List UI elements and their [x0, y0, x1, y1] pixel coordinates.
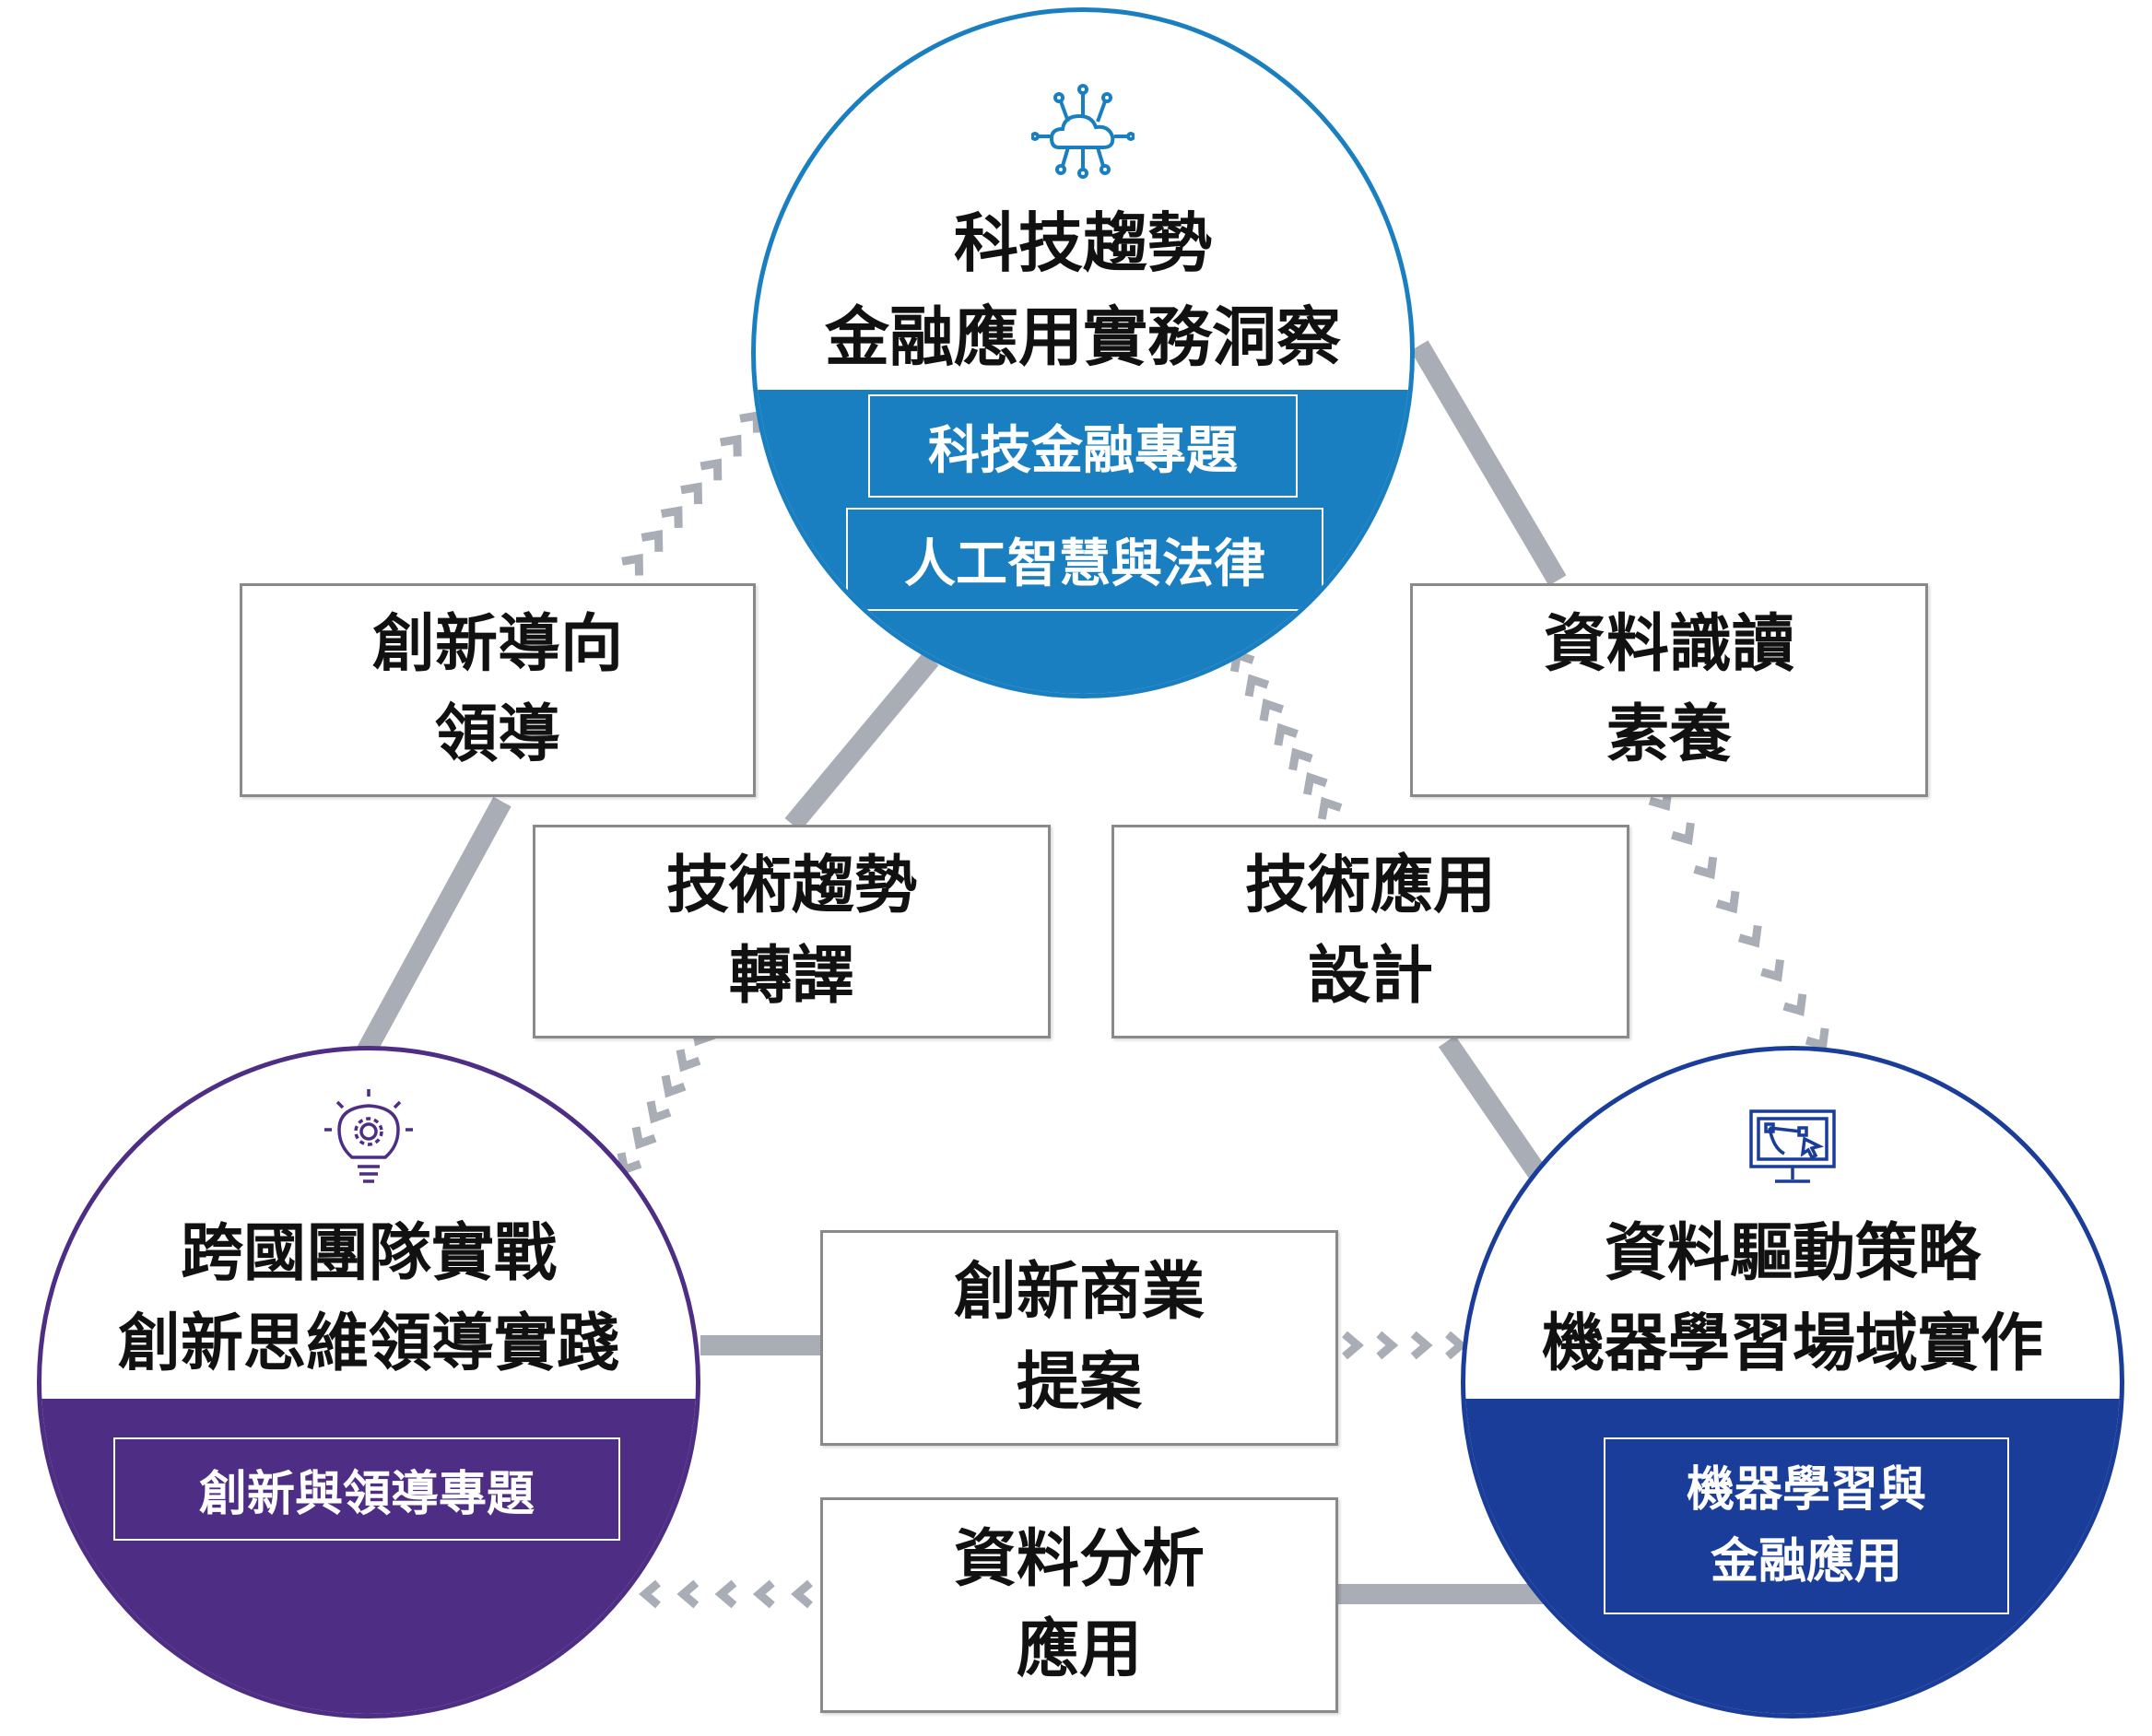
node-innovation-leadership: 跨國團隊實戰 創新思維領導實踐 創新與領導專題	[37, 1046, 700, 1718]
chevron-mark	[621, 553, 644, 576]
tag-fintech-topics: 科技金融專題	[868, 394, 1298, 498]
tag-ml-finance: 機器學習與 金融應用	[1604, 1437, 2009, 1614]
tag-ml-finance-line1: 機器學習與	[1686, 1462, 1926, 1518]
box-innovative-business-proposal-line1: 創新商業	[953, 1256, 1205, 1329]
box-tech-trend-translation-line2: 轉譯	[728, 940, 854, 1013]
node-innovation-title-line1: 跨國團隊實戰	[180, 1217, 557, 1290]
chevron-mark	[719, 434, 742, 457]
chevron-mark	[1737, 924, 1762, 948]
box-data-literacy-line1: 資料識讀	[1543, 608, 1794, 681]
box-data-analysis-application-line1: 資料分析	[953, 1523, 1205, 1596]
node-data-title: 資料驅動策略 機器學習場域實作	[1465, 1209, 2120, 1390]
chevron-mark	[680, 482, 703, 505]
box-data-analysis-application-line2: 應用	[1016, 1613, 1142, 1686]
tag-ai-law-label: 人工智慧與法律	[904, 534, 1265, 594]
node-fintech-title-line1: 科技趨勢	[954, 205, 1212, 281]
chevron-mark	[1410, 1331, 1433, 1360]
box-data-literacy: 資料識讀 素養	[1410, 583, 1928, 797]
chevron-mark	[1376, 1331, 1399, 1360]
chevron-mark	[661, 1074, 687, 1098]
arrow-bottom-right	[1342, 1331, 1467, 1360]
box-tech-application-design: 技術應用 設計	[1111, 825, 1629, 1038]
chevron-mark	[1715, 890, 1740, 914]
node-innovation-title-line2: 創新思維領導實踐	[117, 1308, 619, 1380]
node-innovation-title: 跨國團隊實戰 創新思維領導實踐	[41, 1209, 696, 1390]
box-innovative-business-proposal: 創新商業 提案	[820, 1230, 1338, 1446]
box-tech-application-design-line1: 技術應用	[1244, 850, 1496, 922]
node-fintech-title: 科技趨勢 金融應用實務洞察	[756, 196, 1410, 384]
connector-right-outer	[1410, 340, 1567, 586]
box-innovation-leadership-line2: 領導	[434, 698, 560, 771]
node-data-driven: 資料驅動策略 機器學習場域實作 機器學習與 金融應用	[1461, 1046, 2124, 1718]
box-innovative-business-proposal-line2: 提案	[1016, 1346, 1142, 1419]
node-fintech-title-line2: 金融應用實務洞察	[825, 299, 1341, 375]
box-tech-trend-translation-line1: 技術趨勢	[665, 850, 917, 922]
tag-fintech-topics-label: 科技金融專題	[928, 420, 1238, 481]
arrow-right-down	[1648, 788, 1829, 1050]
chevron-mark	[1303, 772, 1328, 795]
chevron-mark	[700, 458, 723, 481]
box-tech-application-design-line2: 設計	[1307, 940, 1433, 1013]
tag-innovation-topics-label: 創新與領導專題	[198, 1466, 535, 1522]
chevron-mark	[791, 1579, 813, 1609]
chevron-mark	[752, 1579, 775, 1609]
connector-left-outer	[355, 796, 512, 1061]
chevron-mark	[1288, 747, 1313, 771]
monitor-cursor-icon	[1747, 1108, 1838, 1194]
chevron-mark	[1259, 698, 1285, 721]
chevron-mark	[1782, 993, 1807, 1016]
box-data-analysis-application: 資料分析 應用	[820, 1497, 1338, 1713]
chevron-mark	[1805, 1027, 1829, 1050]
chevron-mark	[660, 506, 683, 528]
chevron-mark	[1274, 722, 1299, 746]
box-innovation-leadership-line1: 創新導向	[371, 608, 623, 681]
chevron-mark	[676, 1049, 701, 1073]
chevron-mark	[1760, 959, 1784, 982]
chevron-mark	[1445, 1331, 1467, 1360]
connector-right-inner	[1438, 1035, 1558, 1195]
node-data-title-line2: 機器學習場域實作	[1541, 1308, 2043, 1380]
chevron-mark	[1693, 856, 1718, 880]
tag-innovation-topics: 創新與領導專題	[113, 1437, 620, 1541]
chevron-mark	[714, 1579, 737, 1609]
box-data-literacy-line2: 素養	[1605, 698, 1732, 771]
tag-ml-finance-line2: 金融應用	[1710, 1534, 1902, 1589]
node-data-title-line1: 資料驅動策略	[1604, 1217, 1981, 1290]
chevron-mark	[1671, 822, 1695, 846]
node-fintech-trends: 科技趨勢 金融應用實務洞察 科技金融專題 人工智慧與法律	[751, 7, 1415, 698]
lightbulb-gear-icon	[324, 1085, 413, 1192]
box-tech-trend-translation: 技術趨勢 轉譯	[533, 825, 1051, 1038]
chevron-mark	[641, 530, 664, 552]
arrow-left-up	[621, 410, 762, 576]
box-innovation-leadership: 創新導向 領導	[240, 583, 756, 797]
chevron-mark	[1342, 1331, 1364, 1360]
chevron-mark	[631, 1126, 657, 1150]
cloud-network-icon	[1030, 81, 1135, 188]
chevron-mark	[646, 1100, 672, 1124]
chevron-mark	[1317, 796, 1343, 820]
tag-ai-law: 人工智慧與法律	[846, 508, 1323, 611]
arrow-center-down	[617, 1023, 716, 1176]
